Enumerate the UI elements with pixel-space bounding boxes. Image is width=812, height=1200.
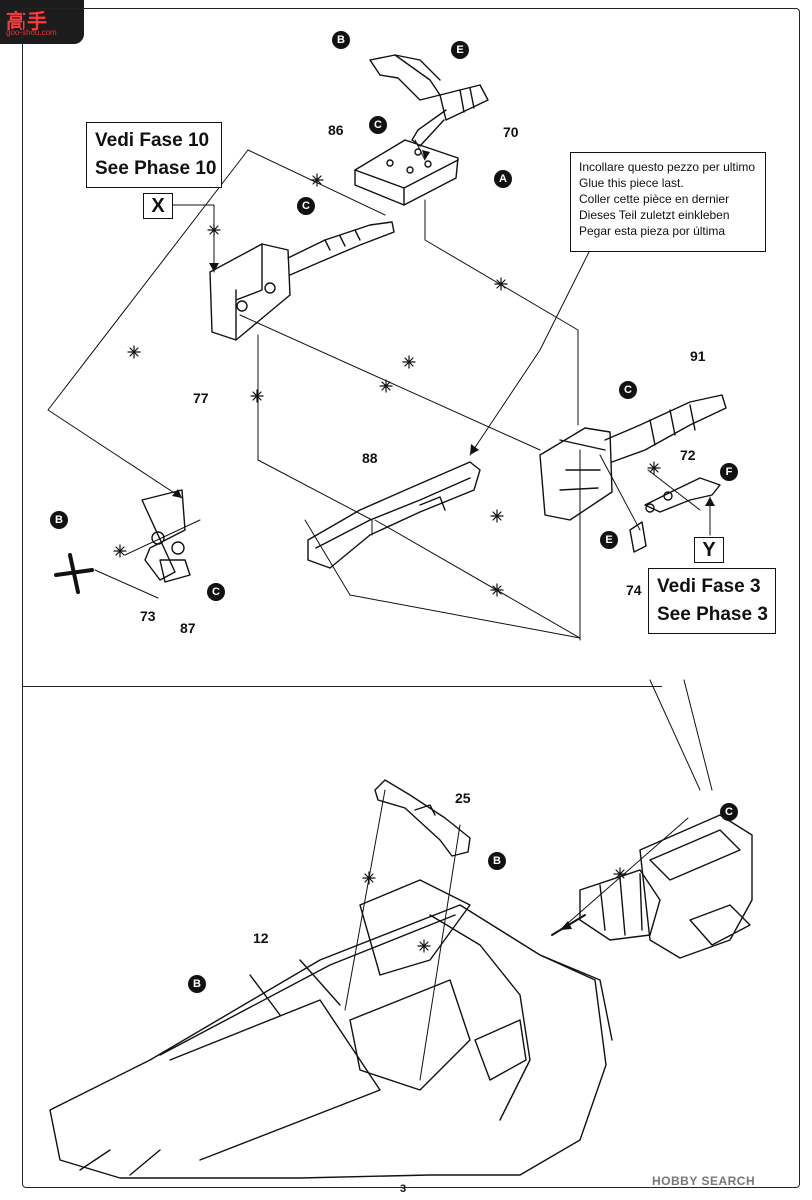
glue-last-note: Incollare questo pezzo per ultimo Glue t… (570, 152, 766, 252)
sprue-badge-b: B (50, 511, 68, 529)
part-91-rear-frame (539, 394, 727, 521)
logo-text: 高手 (6, 11, 48, 33)
engine-assembly (551, 814, 753, 959)
see-phase-3-box: Vedi Fase 3 See Phase 3 (648, 568, 776, 634)
site-logo: 高手 goo-shou.com (0, 0, 84, 44)
marker-y-box: Y (694, 537, 724, 563)
part-number-73: 73 (140, 608, 156, 624)
part-72-exhaust (644, 477, 721, 513)
part-25-crossbar (374, 779, 471, 857)
arrow-markers (172, 150, 715, 930)
glue-markers (113, 173, 661, 953)
part-number-88: 88 (362, 450, 378, 466)
part-number-91: 91 (690, 348, 706, 364)
phase-10-italian: Vedi Fase 10 (95, 130, 210, 151)
part-number-12: 12 (253, 930, 269, 946)
sprue-badge-c: C (619, 381, 637, 399)
sprue-badge-c: C (720, 803, 738, 821)
sprue-badge-b: B (488, 852, 506, 870)
part-88-tray (307, 461, 481, 569)
page-frame (22, 8, 800, 1188)
sprue-badge-f: F (720, 463, 738, 481)
sprue-badge-e: E (451, 41, 469, 59)
phase-3-english: See Phase 3 (657, 604, 768, 625)
step-divider (22, 686, 662, 687)
note-french: Coller cette pièce en dernier (579, 192, 730, 206)
part-86-cylinder-head (354, 139, 459, 206)
sprue-badge-c: C (369, 116, 387, 134)
part-77-side-frame (209, 221, 395, 341)
sprue-badge-b: B (188, 975, 206, 993)
logo-subtext: goo-shou.com (6, 28, 57, 37)
part-number-70: 70 (503, 124, 519, 140)
sprue-badge-b: B (332, 31, 350, 49)
part-number-72: 72 (680, 447, 696, 463)
marker-x-box: X (143, 193, 173, 219)
part-74 (629, 521, 647, 553)
part-number-86: 86 (328, 122, 344, 138)
phase-3-italian: Vedi Fase 3 (657, 576, 761, 597)
part-number-87: 87 (180, 620, 196, 636)
note-german: Dieses Teil zuletzt einkleben (579, 208, 730, 222)
page-number: 3 (400, 1183, 407, 1195)
sprue-badge-c: C (207, 583, 225, 601)
sprue-badge-a: A (494, 170, 512, 188)
note-italian: Incollare questo pezzo per ultimo (579, 160, 756, 174)
sprue-badge-c: C (297, 197, 315, 215)
phase-10-english: See Phase 10 (95, 158, 217, 179)
sprue-badge-e: E (600, 531, 618, 549)
see-phase-10-box: Vedi Fase 10 See Phase 10 (86, 122, 222, 188)
part-number-25: 25 (455, 790, 471, 806)
note-spanish: Pegar esta pieza por última (579, 224, 726, 238)
watermark: HOBBY SEARCH (652, 1174, 756, 1188)
part-70-intake (369, 54, 489, 147)
part-87-bracket (141, 489, 191, 583)
part-73-cross (54, 553, 94, 594)
part-12-chassis (49, 879, 613, 1179)
part-number-77: 77 (193, 390, 209, 406)
note-english: Glue this piece last. (579, 176, 684, 190)
part-number-74: 74 (626, 582, 642, 598)
